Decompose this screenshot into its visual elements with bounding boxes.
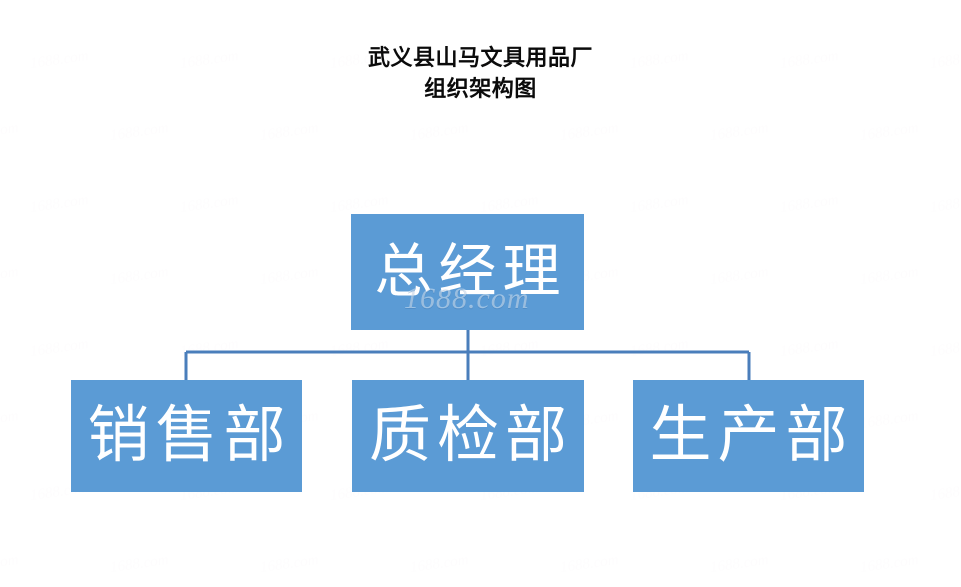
org-node-quality-inspection[interactable]: 质检部 [352, 380, 584, 492]
org-node-sales[interactable]: 销售部 [71, 380, 302, 492]
org-node-label: 销售部 [87, 402, 292, 470]
org-node-label: 总经理 [374, 239, 567, 304]
org-node-general-manager[interactable]: 总经理 [351, 214, 584, 330]
title-line-subject: 组织架构图 [424, 76, 537, 101]
page-title: 武义县山马文具用品厂 组织架构图 [0, 42, 961, 104]
org-node-production[interactable]: 生产部 [633, 380, 864, 492]
org-node-label: 质检部 [368, 402, 573, 470]
title-line-company: 武义县山马文具用品厂 [367, 45, 593, 70]
org-node-label: 生产部 [649, 402, 854, 470]
